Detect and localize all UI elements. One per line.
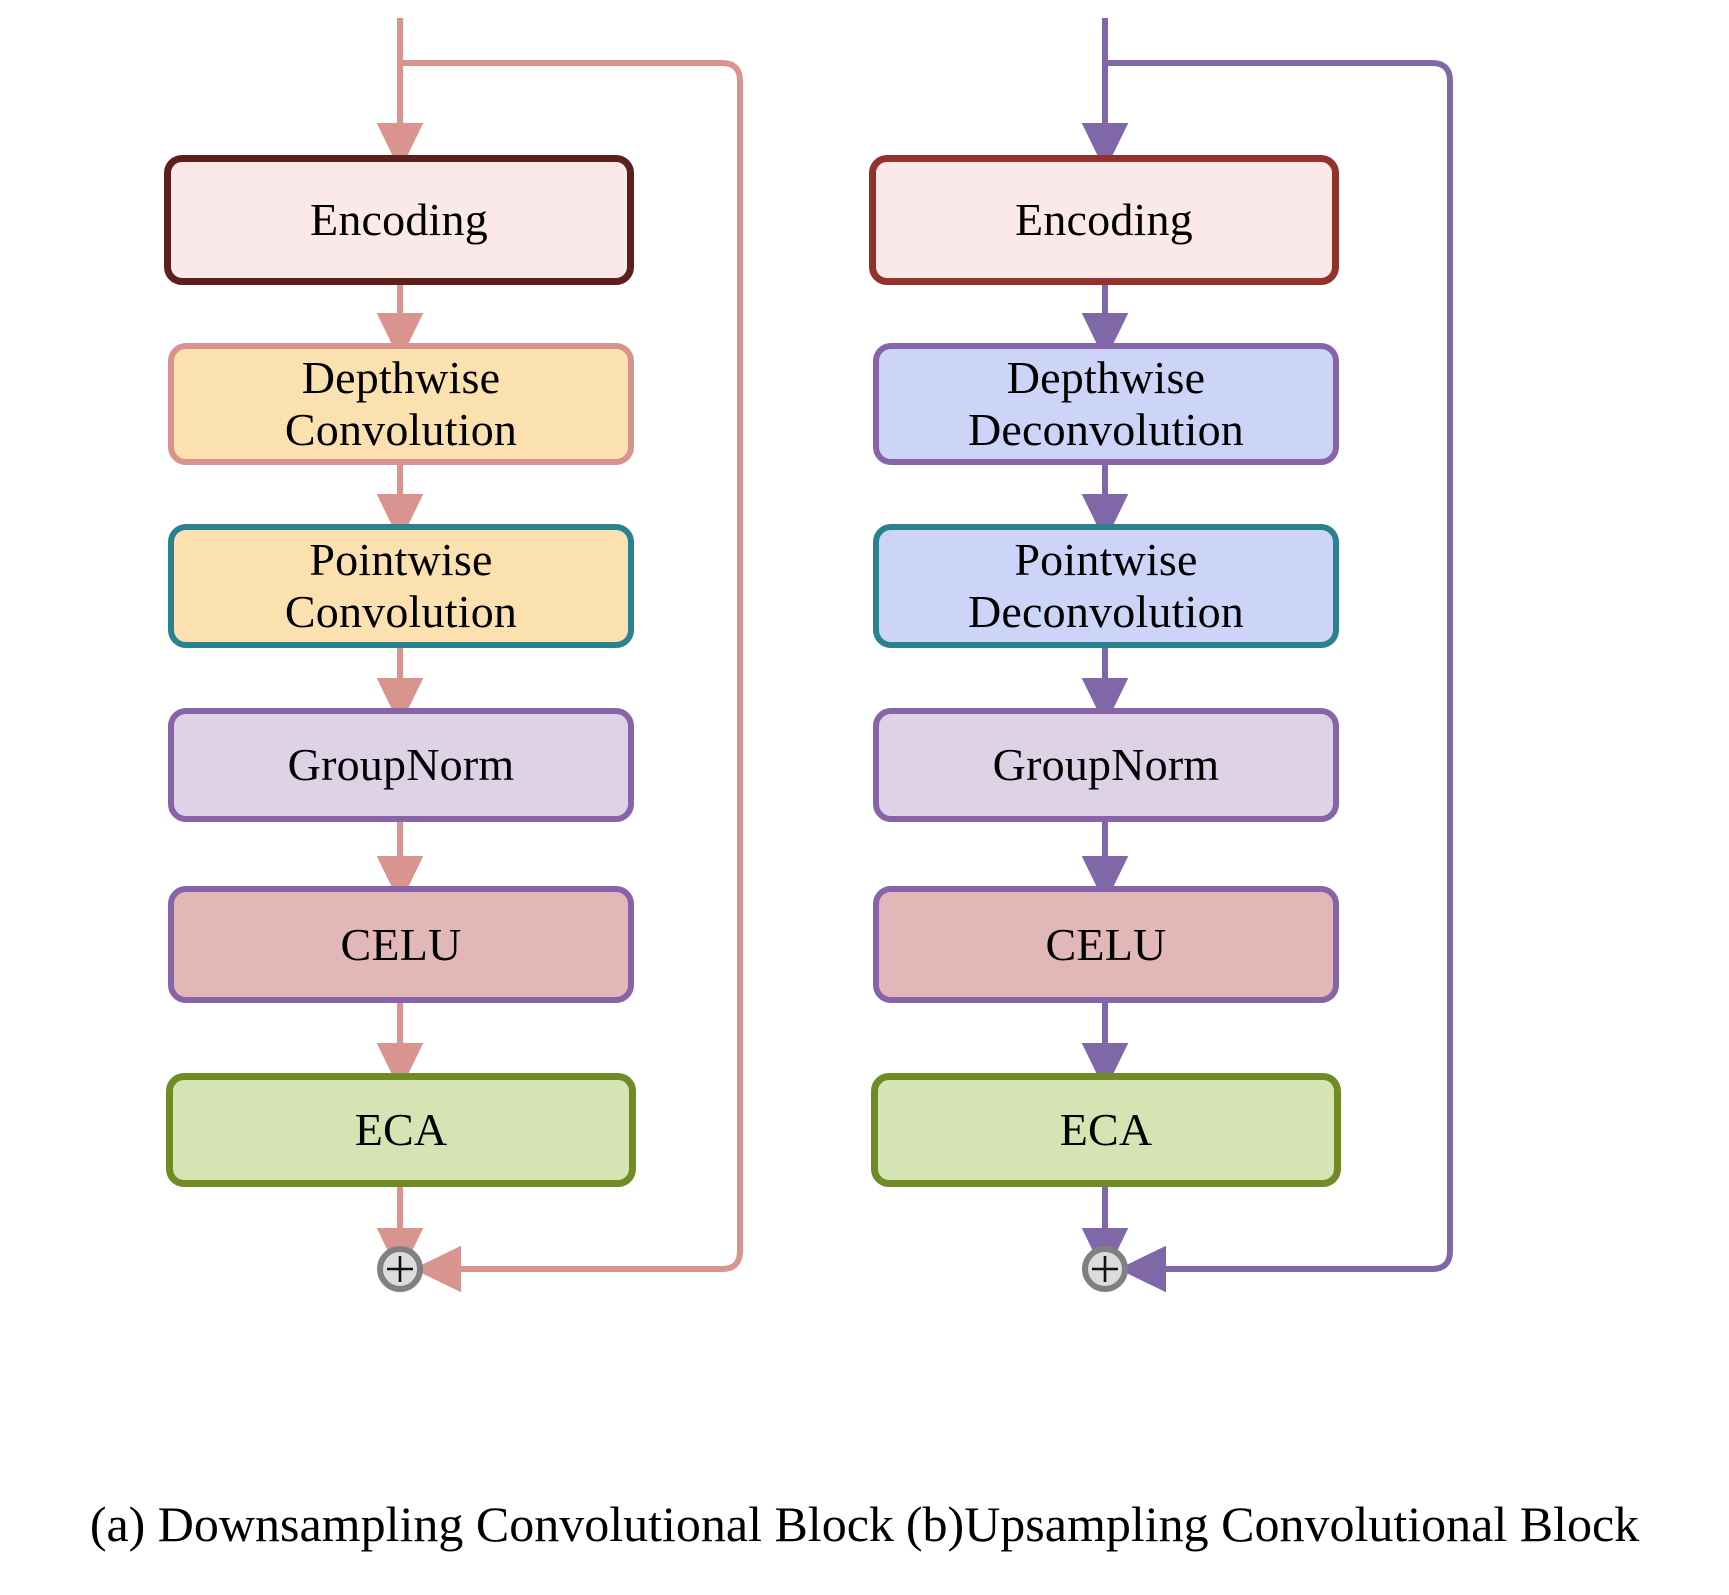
node-depthwise-convolution-a[interactable]: Depthwise Convolution bbox=[168, 343, 634, 465]
node-label: Depthwise Deconvolution bbox=[968, 352, 1244, 455]
node-label: Encoding bbox=[1015, 194, 1193, 246]
node-eca-a[interactable]: ECA bbox=[166, 1073, 636, 1187]
node-pointwise-convolution-a[interactable]: Pointwise Convolution bbox=[168, 524, 634, 648]
node-depthwise-deconvolution-b[interactable]: Depthwise Deconvolution bbox=[873, 343, 1339, 465]
junction-add-a bbox=[377, 1246, 423, 1292]
caption-panel-b: (b)Upsampling Convolutional Block bbox=[905, 1496, 1640, 1552]
node-celu-a[interactable]: CELU bbox=[168, 886, 634, 1003]
node-label: GroupNorm bbox=[287, 739, 515, 791]
node-label: Depthwise Convolution bbox=[284, 352, 518, 455]
node-label: CELU bbox=[1045, 918, 1167, 970]
node-groupnorm-a[interactable]: GroupNorm bbox=[168, 708, 634, 822]
node-pointwise-deconvolution-b[interactable]: Pointwise Deconvolution bbox=[873, 524, 1339, 648]
node-encoding-a[interactable]: Encoding bbox=[164, 155, 634, 285]
node-label: CELU bbox=[340, 918, 462, 970]
node-label: GroupNorm bbox=[992, 739, 1220, 791]
node-label: Encoding bbox=[310, 194, 488, 246]
node-encoding-b[interactable]: Encoding bbox=[869, 155, 1339, 285]
node-label: ECA bbox=[354, 1104, 448, 1156]
caption-panel-a: (a) Downsampling Convolutional Block bbox=[89, 1496, 894, 1552]
node-label: Pointwise Deconvolution bbox=[968, 534, 1244, 637]
node-label: ECA bbox=[1059, 1104, 1153, 1156]
node-eca-b[interactable]: ECA bbox=[871, 1073, 1341, 1187]
junction-add-b bbox=[1082, 1246, 1128, 1292]
figure-captions: (a) Downsampling Convolutional Block (b)… bbox=[0, 1495, 1729, 1553]
node-celu-b[interactable]: CELU bbox=[873, 886, 1339, 1003]
node-groupnorm-b[interactable]: GroupNorm bbox=[873, 708, 1339, 822]
node-label: Pointwise Convolution bbox=[284, 534, 518, 637]
